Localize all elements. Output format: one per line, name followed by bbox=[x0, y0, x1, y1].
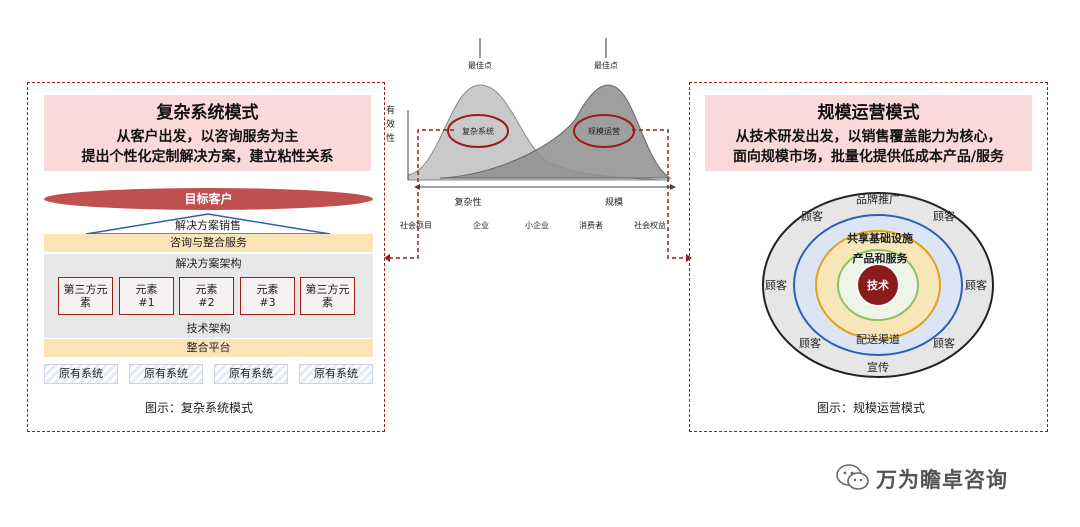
concentric-rings bbox=[762, 192, 994, 378]
distribution-channel-label: 配送渠道 bbox=[856, 333, 900, 346]
arch-band-label: 解决方案架构 bbox=[175, 257, 242, 270]
publicity-label: 宣传 bbox=[867, 361, 889, 374]
category-small-business: 小企业 bbox=[525, 221, 549, 230]
complex-system-panel bbox=[27, 82, 385, 432]
complex-system-line1: 从客户出发，以咨询服务为主 bbox=[116, 129, 299, 145]
category-enterprise: 企业 bbox=[473, 221, 489, 230]
solution-sales-label: 解决方案销售 bbox=[175, 219, 241, 232]
consult-band: 咨询与整合服务 bbox=[44, 234, 373, 252]
axis-scale-label: 规模 bbox=[604, 198, 624, 208]
oval-scale-label: 规模运营 bbox=[588, 127, 620, 136]
complex-system-header: 复杂系统模式 从客户出发，以咨询服务为主 提出个性化定制解决方案，建立粘性关系 bbox=[44, 95, 371, 171]
effectiveness-curves bbox=[384, 38, 692, 262]
core-technology-label: 技术 bbox=[867, 279, 889, 292]
peak-left-label: 最佳点 bbox=[468, 61, 492, 70]
scale-operation-panel bbox=[689, 82, 1048, 432]
customer-top-right: 顾客 bbox=[933, 210, 955, 223]
shared-infra-label: 共享基础设施 bbox=[847, 232, 913, 245]
integration-platform-band: 整合平台 bbox=[44, 339, 373, 357]
complex-system-caption: 图示：复杂系统模式 bbox=[145, 401, 254, 415]
element-third-party-left: 第三方元素 bbox=[58, 277, 113, 315]
target-customer-label: 目标客户 bbox=[184, 192, 233, 206]
original-system-4: 原有系统 bbox=[299, 364, 373, 384]
customer-right: 顾客 bbox=[965, 279, 987, 292]
wechat-logo-icon bbox=[836, 464, 869, 490]
watermark-text: 万为瞻卓咨询 bbox=[876, 468, 1008, 492]
scale-operation-line2: 面向规模市场，批量化提供低成本产品/服务 bbox=[732, 149, 1005, 165]
customer-bottom-left: 顾客 bbox=[799, 337, 821, 350]
tech-arch-band: 技术架构 bbox=[44, 320, 373, 338]
customer-left: 顾客 bbox=[765, 279, 787, 292]
customer-top-left: 顾客 bbox=[801, 210, 823, 223]
scale-operation-header: 规模运营模式 从技术研发出发，以销售覆盖能力为核心， 面向规模市场，批量化提供低… bbox=[705, 95, 1032, 171]
scale-operation-title: 规模运营模式 bbox=[817, 103, 920, 123]
axis-complexity-label: 复杂性 bbox=[454, 198, 482, 208]
category-consumer: 消费者 bbox=[579, 221, 603, 230]
complex-system-line2: 提出个性化定制解决方案，建立粘性关系 bbox=[81, 149, 334, 165]
peak-right-label: 最佳点 bbox=[594, 61, 618, 70]
scale-operation-line1: 从技术研发出发，以销售覆盖能力为核心， bbox=[735, 129, 1002, 145]
element-1: 元素 #1 bbox=[119, 277, 174, 315]
brand-promotion-label: 品牌推广 bbox=[856, 193, 900, 206]
oval-complex-label: 复杂系统 bbox=[462, 127, 494, 136]
original-system-2: 原有系统 bbox=[129, 364, 203, 384]
original-system-1: 原有系统 bbox=[44, 364, 118, 384]
category-social-rights: 社会权益 bbox=[634, 221, 666, 230]
complex-system-title: 复杂系统模式 bbox=[156, 103, 259, 123]
element-2: 元素 #2 bbox=[179, 277, 234, 315]
products-services-label: 产品和服务 bbox=[852, 252, 908, 265]
original-system-3: 原有系统 bbox=[214, 364, 288, 384]
element-3: 元素 #3 bbox=[240, 277, 295, 315]
scale-operation-caption: 图示：规模运营模式 bbox=[817, 401, 926, 415]
target-customer-ellipse: 目标客户 bbox=[44, 188, 373, 210]
element-third-party-right: 第三方元素 bbox=[300, 277, 355, 315]
effectiveness-axis-label: 有效性 bbox=[386, 106, 396, 144]
customer-bottom-right: 顾客 bbox=[933, 337, 955, 350]
category-social-project: 社会项目 bbox=[400, 221, 432, 230]
